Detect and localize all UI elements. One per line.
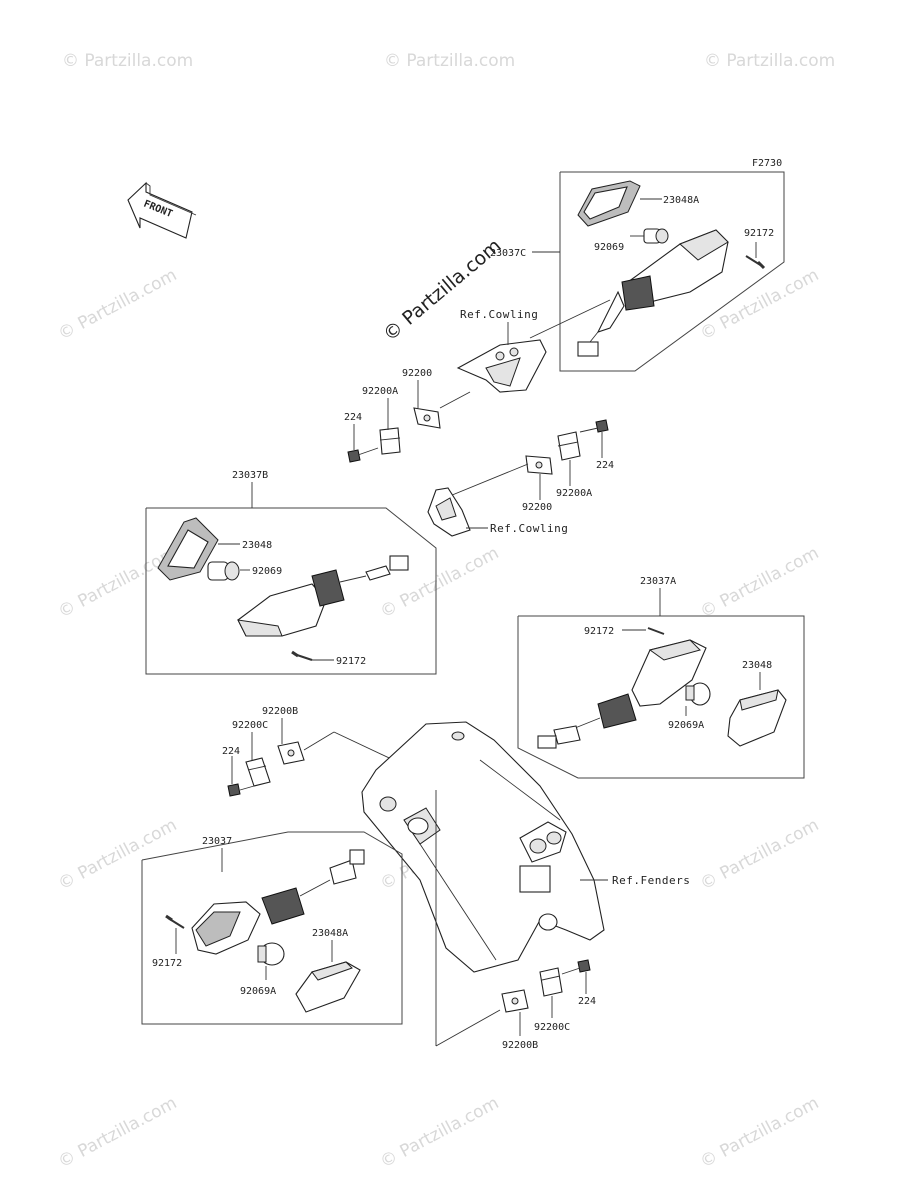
ref-cowling-upper: Ref.Cowling <box>460 308 538 321</box>
turn-signal-body-icon <box>191 849 365 955</box>
label-224: 224 <box>344 412 362 423</box>
turn-signal-body-icon <box>537 639 707 749</box>
label-23037A: 23037A <box>640 576 676 587</box>
bolt-224-icon <box>227 783 255 797</box>
group-upper-mount-right: 224 92200A 92200 <box>522 419 614 513</box>
label-224-rear-left: 224 <box>222 746 240 757</box>
ref-cowling-lower: Ref.Cowling <box>490 522 568 535</box>
bulb-92069-icon <box>207 561 240 581</box>
cowling-upper-icon <box>456 339 547 393</box>
clip-92200A-icon <box>379 427 401 455</box>
plate-92200B-icon <box>277 741 305 765</box>
screw-92172-icon <box>647 627 665 635</box>
watermark: © Partzilla.com <box>377 543 502 622</box>
watermark: © Partzilla.com <box>377 1093 502 1172</box>
label-92200A-right: 92200A <box>556 488 592 499</box>
bulb-92069A-icon <box>685 682 711 706</box>
group-23037A: 23037A 92172 92069A 23048 <box>517 576 805 779</box>
watermark: © Partzilla.com <box>697 265 822 344</box>
label-92200B-rear-right: 92200B <box>502 1040 538 1051</box>
label-23037B: 23037B <box>232 470 268 481</box>
watermark: © Partzilla.com <box>55 265 180 344</box>
watermark: © Partzilla.com <box>55 543 180 622</box>
watermark: © Partzilla.com <box>697 543 822 622</box>
watermark: © Partzilla.com <box>55 815 180 894</box>
lens-23048A-icon <box>295 961 361 1013</box>
clip-92200A-icon <box>557 431 581 461</box>
label-92200-right: 92200 <box>522 502 552 513</box>
assembly-box <box>559 171 785 372</box>
lens-23048A-icon <box>577 180 641 227</box>
label-224-right: 224 <box>596 460 614 471</box>
label-92069A-rear: 92069A <box>240 986 276 997</box>
turn-signal-body-icon <box>237 555 409 637</box>
screw-92172-icon <box>745 255 766 270</box>
assembly-box <box>145 507 437 675</box>
label-23048: 23048 <box>242 540 272 551</box>
clip-92200C-icon <box>539 967 563 997</box>
bolt-224-icon <box>347 447 379 463</box>
label-23037: 23037 <box>202 836 232 847</box>
label-23037C: 23037C <box>490 248 526 259</box>
group-23037B: 23037B 23048 92069 92172 <box>145 470 437 675</box>
plate-92200-icon <box>413 407 441 429</box>
watermark: © Partzilla.com <box>62 51 193 71</box>
bolt-224-icon <box>561 959 591 975</box>
label-92172-rear: 92172 <box>152 958 182 969</box>
screw-92172-icon <box>165 914 185 929</box>
cowling-lower-icon <box>427 487 471 537</box>
bolt-224-icon <box>579 419 609 433</box>
label-92069-b: 92069 <box>252 566 282 577</box>
group-23037: 23037 92172 92069A 23048A <box>141 831 403 1025</box>
label-23048A-rear: 23048A <box>312 928 348 939</box>
group-upper-mount-left: 92200 92200A 224 <box>344 368 441 463</box>
label-23048-a: 23048 <box>742 660 772 671</box>
assembly-box <box>517 615 805 779</box>
bulb-92069-icon <box>643 228 669 244</box>
label-92200: 92200 <box>402 368 432 379</box>
lens-23048-icon <box>727 689 787 747</box>
assembly-box <box>141 831 403 1025</box>
label-92200C: 92200C <box>232 720 268 731</box>
watermark: © Partzilla.com <box>384 51 515 71</box>
center-watermark: © Partzilla.com <box>379 235 505 346</box>
watermark: © Partzilla.com <box>697 1093 822 1172</box>
label-23048A: 23048A <box>663 195 699 206</box>
label-92069A-a: 92069A <box>668 720 704 731</box>
label-92172-b: 92172 <box>336 656 366 667</box>
label-92200C-rear-right: 92200C <box>534 1022 570 1033</box>
group-rear-mount-left: 92200B 92200C 224 <box>222 706 305 797</box>
label-92172: 92172 <box>744 228 774 239</box>
bulb-92069A-icon <box>257 942 285 966</box>
label-92200A: 92200A <box>362 386 398 397</box>
figure-code: F2730 <box>752 158 782 169</box>
group-rear-mount-right: 224 92200C 92200B <box>501 959 596 1051</box>
label-92069: 92069 <box>594 242 624 253</box>
ref-fenders: Ref.Fenders <box>612 874 690 887</box>
watermark: © Partzilla.com <box>697 815 822 894</box>
plate-92200B-icon <box>501 989 529 1013</box>
group-23037C: 23048A 92069 92172 23037C <box>490 171 785 372</box>
turn-signal-body-icon <box>577 229 729 357</box>
label-92200B: 92200B <box>262 706 298 717</box>
rear-fender-icon <box>361 721 605 973</box>
front-arrow-icon: FRONT <box>127 181 197 239</box>
label-92172-a: 92172 <box>584 626 614 637</box>
watermark: © Partzilla.com <box>704 51 835 71</box>
plate-92200-icon <box>525 455 553 475</box>
screw-92172-icon <box>291 650 313 661</box>
label-224-rear-right: 224 <box>578 996 596 1007</box>
watermark: © Partzilla.com <box>55 1093 180 1172</box>
lens-23048-icon <box>157 517 219 581</box>
clip-92200C-icon <box>245 757 271 787</box>
